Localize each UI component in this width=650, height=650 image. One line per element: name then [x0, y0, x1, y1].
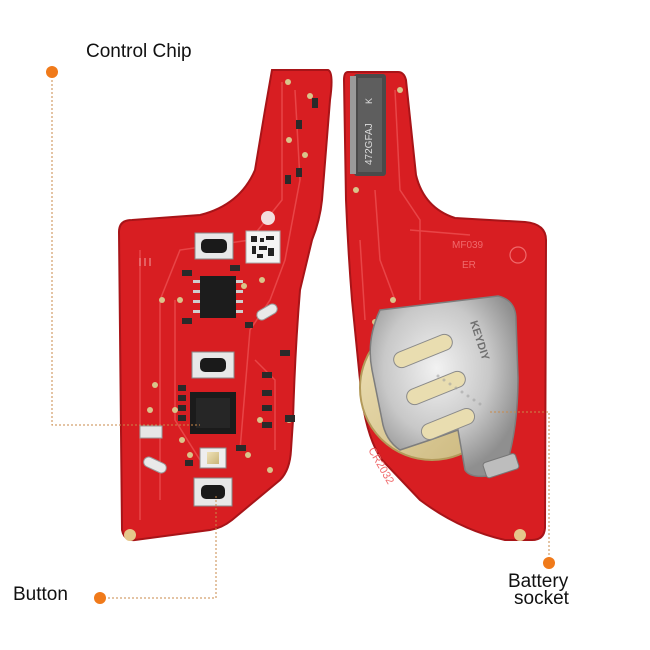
clip-mesh: [436, 374, 482, 406]
corner-mark: [139, 258, 151, 266]
right-pcb: 472GFAJ K MF039 ER: [342, 71, 548, 541]
side-component: [139, 425, 163, 439]
transponder-chip: 472GFAJ K: [350, 74, 386, 176]
control-chip: [193, 276, 243, 318]
battery-socket-label: Battery socket: [508, 571, 569, 609]
left-traces: [139, 82, 301, 520]
chip-suffix: K: [364, 98, 374, 104]
chip-code: 472GFAJ: [364, 123, 375, 165]
control-chip-label: Control Chip: [86, 41, 192, 62]
bottom-tactile-button: [193, 477, 233, 507]
middle-tactile-button: [191, 351, 235, 379]
button-leader: [100, 495, 217, 599]
control-chip-leader: [51, 72, 200, 426]
battery-dot: [543, 557, 555, 569]
control-chip-dot: [46, 66, 58, 78]
battery-socket: KEYDIY: [359, 295, 520, 479]
left-pads: [124, 79, 313, 541]
rf-chip: [190, 392, 236, 434]
battery-socket-label-line1: Battery: [508, 571, 569, 592]
callout-leaders: [51, 72, 550, 599]
right-traces: [359, 89, 471, 321]
led-component: [199, 447, 227, 469]
logo-mark: [509, 246, 527, 264]
top-tactile-button: [194, 232, 234, 260]
clip-tab: [482, 453, 520, 479]
callout-dots: [46, 66, 555, 604]
battery-socket-label-line2: socket: [514, 588, 569, 609]
qr-label: [245, 230, 281, 264]
clip-slots: [393, 333, 476, 440]
button-dot: [94, 592, 106, 604]
left-passives: [178, 98, 318, 466]
crystal: [256, 303, 278, 321]
rev-marking: ER: [462, 260, 476, 271]
crystal-bottom: [143, 456, 167, 474]
button-label: Button: [13, 584, 68, 605]
left-pcb: [117, 69, 333, 542]
model-marking: MF039: [452, 240, 484, 251]
